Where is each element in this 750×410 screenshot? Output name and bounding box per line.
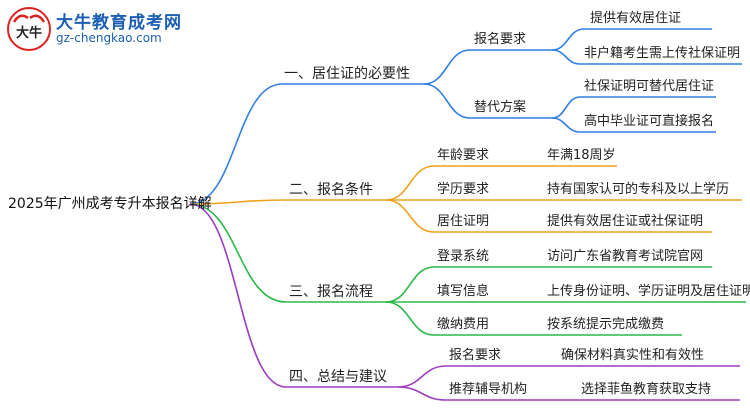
sub-age: 年龄要求 [437, 148, 490, 163]
bull-logo-icon: 大牛 [7, 7, 51, 51]
leaf-social-security-substitute: 社保证明可替代居住证 [584, 79, 715, 94]
leaf-college-degree: 持有国家认可的专科及以上学历 [547, 182, 730, 197]
connector-b3-s3 [385, 301, 435, 336]
sub-alternative: 替代方案 [474, 100, 527, 115]
logo-url: gz-chengkao.com [56, 31, 162, 45]
connector-b1-s2-l2 [551, 117, 581, 133]
leaf-complete-payment: 按系统提示完成缴费 [547, 317, 665, 332]
leaf-feiyu-support: 选择菲鱼教育获取支持 [581, 382, 712, 397]
sub-fill-info: 填写信息 [437, 284, 490, 299]
sub-requirement: 报名要求 [474, 32, 527, 47]
connector-b3-s1 [385, 266, 435, 303]
branch-process: 三、报名流程 [289, 284, 373, 300]
connector-b1-s1-l2 [551, 49, 581, 65]
connector-b2-s3 [385, 199, 435, 233]
connector-b4-s2 [397, 386, 447, 401]
connector-root-b2 [189, 199, 287, 205]
leaf-social-security-upload: 非户籍考生需上传社保证明 [584, 46, 741, 61]
connector-root-b1 [189, 83, 283, 205]
root-topic: 2025年广州成考专升本报名详解 [8, 196, 212, 212]
connector-root-b4 [189, 203, 287, 388]
connector-b1-s2-l1 [551, 96, 581, 119]
connector-b1-s1-l1 [551, 28, 585, 51]
connector-b4-s1 [397, 365, 447, 388]
sub-login: 登录系统 [437, 249, 490, 264]
sub-recommended-agency: 推荐辅导机构 [449, 382, 528, 397]
connector-b2-s1 [385, 165, 435, 201]
sub-pay-fee: 缴纳费用 [437, 317, 490, 332]
leaf-authentic-materials: 确保材料真实性和有效性 [561, 348, 705, 363]
sub-residence-proof: 居住证明 [437, 214, 490, 229]
logo-title: 大牛教育成考网 [56, 13, 182, 33]
leaf-age-18: 年满18周岁 [547, 148, 616, 163]
sub-education: 学历要求 [437, 182, 490, 197]
connector-b1-s2 [423, 83, 471, 119]
branch-summary: 四、总结与建议 [289, 369, 387, 385]
branch-conditions: 二、报名条件 [289, 182, 373, 198]
leaf-valid-residence-permit: 提供有效居住证 [590, 11, 682, 26]
logo-mark-text: 大牛 [16, 25, 42, 41]
leaf-high-school-diploma: 高中毕业证可直接报名 [584, 114, 715, 129]
connector-root-b3 [189, 203, 287, 303]
logo: 大牛 大牛教育成考网 gz-chengkao.com [6, 6, 216, 52]
leaf-upload-documents: 上传身份证明、学历证明及居住证明 [547, 284, 750, 299]
leaf-residence-or-social: 提供有效居住证或社保证明 [547, 214, 704, 229]
sub-summary-requirement: 报名要求 [449, 348, 502, 363]
connector-b1-s1 [423, 49, 471, 85]
branch-necessity: 一、居住证的必要性 [284, 66, 410, 82]
leaf-visit-website: 访问广东省教育考试院官网 [547, 249, 704, 264]
